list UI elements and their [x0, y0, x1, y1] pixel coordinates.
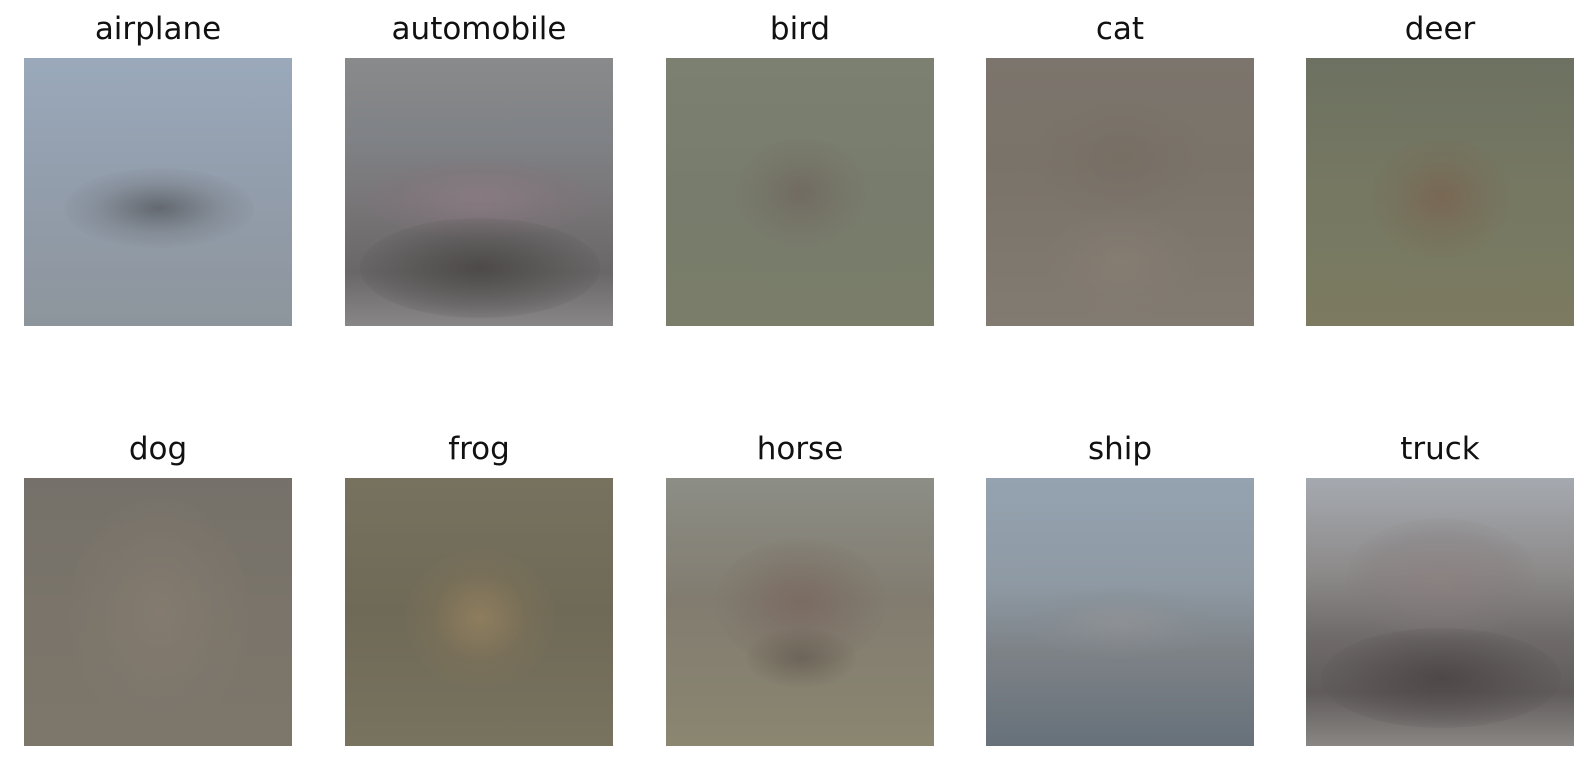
panel-title: dog	[128, 431, 188, 467]
panel-ship: ship	[986, 0, 1254, 766]
panel-horse: horse	[666, 0, 934, 766]
panel-title: ship	[1087, 431, 1153, 467]
panel-truck: truck	[1306, 0, 1574, 766]
panel-title: automobile	[391, 11, 567, 47]
truck-mean-image	[1306, 478, 1574, 746]
bird-mean-image	[666, 58, 934, 326]
panel-title: deer	[1404, 11, 1476, 47]
panel-title: truck	[1400, 431, 1480, 467]
panel-title: frog	[448, 431, 510, 467]
panel-dog: dog	[24, 0, 292, 766]
panel-frog: frog	[345, 0, 613, 766]
dog-mean-image	[24, 478, 292, 746]
horse-mean-image	[666, 478, 934, 746]
panel-title: airplane	[94, 11, 222, 47]
deer-mean-image	[1306, 58, 1574, 326]
ship-mean-image	[986, 478, 1254, 746]
panel-airplane: airplane	[24, 0, 292, 766]
panel-automobile: automobile	[345, 0, 613, 766]
automobile-mean-image	[345, 58, 613, 326]
panel-title: bird	[769, 11, 831, 47]
panel-bird: bird	[666, 0, 934, 766]
panel-title: cat	[1095, 11, 1145, 47]
panel-cat: cat	[986, 0, 1254, 766]
airplane-mean-image	[24, 58, 292, 326]
panel-title: horse	[756, 431, 844, 467]
panel-deer: deer	[1306, 0, 1574, 766]
frog-mean-image	[345, 478, 613, 746]
cat-mean-image	[986, 58, 1254, 326]
